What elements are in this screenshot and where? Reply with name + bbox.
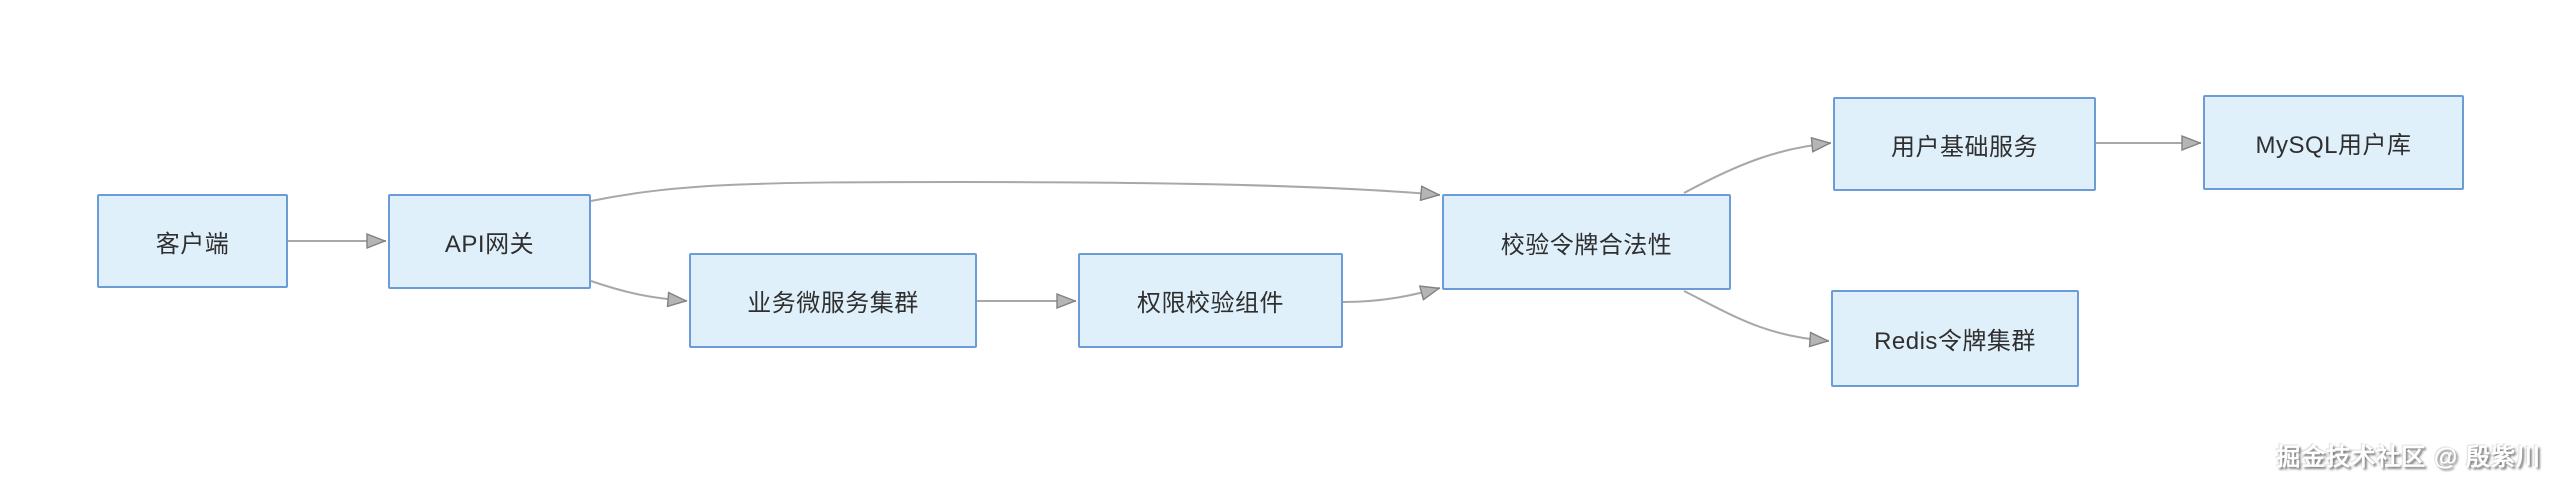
- node-redis-token-cluster-label: Redis令牌集群: [1874, 328, 2036, 355]
- edge-verify-token-to-user-base-service: [1683, 143, 1831, 194]
- node-user-base-service-label: 用户基础服务: [1891, 133, 2038, 161]
- node-api-gateway: API网关: [388, 194, 591, 289]
- node-redis-token-cluster: Redis令牌集群: [1831, 290, 2079, 387]
- edge-api-gateway-to-verify-token: [590, 180, 1440, 202]
- edge-verify-token-to-redis-token-cluster: [1683, 290, 1829, 341]
- node-api-gateway-label: API网关: [444, 231, 535, 258]
- node-biz-microservices: 业务微服务集群: [689, 253, 977, 348]
- node-verify-token-label: 校验令牌合法性: [1500, 231, 1673, 259]
- edge-auth-check-to-verify-token: [1342, 288, 1440, 303]
- watermark-text: 掘金技术社区 @ 殷紫川: [2276, 444, 2541, 471]
- node-verify-token: 校验令牌合法性: [1442, 194, 1731, 290]
- node-client: 客户端: [97, 194, 288, 288]
- node-mysql-user-db-label: MySQL用户库: [2255, 132, 2412, 159]
- node-auth-check: 权限校验组件: [1078, 253, 1343, 348]
- node-user-base-service: 用户基础服务: [1833, 97, 2096, 191]
- edge-api-gateway-to-biz-microservices: [590, 280, 687, 301]
- node-mysql-user-db: MySQL用户库: [2203, 95, 2464, 190]
- node-client-label: 客户端: [155, 230, 230, 258]
- node-auth-check-label: 权限校验组件: [1137, 290, 1284, 317]
- node-biz-microservices-label: 业务微服务集群: [747, 290, 919, 317]
